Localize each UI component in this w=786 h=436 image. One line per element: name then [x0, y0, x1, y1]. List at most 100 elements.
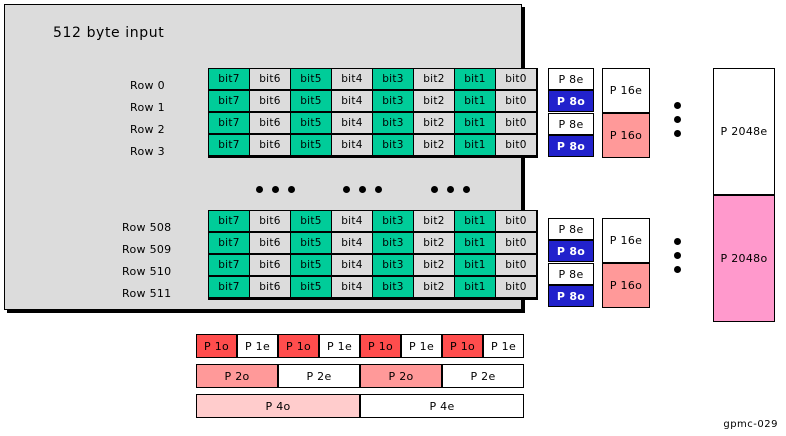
bit-cell-bit6: bit6	[249, 210, 291, 232]
bit-cell-bit7: bit7	[208, 276, 250, 298]
p16o-block-top: P 16o	[602, 113, 650, 158]
ellipsis-dot	[674, 252, 681, 259]
figure-id-label: gpmc-029	[723, 419, 778, 430]
p2e-block-2: P 2e	[442, 364, 524, 388]
column-ellipsis-bottom	[674, 238, 681, 273]
bit-cell-bit2: bit2	[413, 254, 455, 276]
bit-cell-bit2: bit2	[413, 112, 455, 134]
ellipsis-dot	[256, 186, 263, 193]
row-label-0: Row 0	[130, 79, 165, 92]
p1e-block-1: P 1e	[237, 334, 278, 358]
ellipsis-dot	[288, 186, 295, 193]
ellipsis-dot	[431, 186, 438, 193]
bit-cell-bit7: bit7	[208, 254, 250, 276]
bit-cell-bit5: bit5	[290, 232, 332, 254]
p8e-block-bottom-2: P 8e	[548, 263, 594, 285]
bit-cell-bit3: bit3	[372, 232, 414, 254]
bit-cell-bit5: bit5	[290, 90, 332, 112]
bit-cell-bit0: bit0	[495, 254, 537, 276]
ellipsis-dot	[375, 186, 382, 193]
ellipsis-dot	[272, 186, 279, 193]
bit-cell-bit2: bit2	[413, 210, 455, 232]
ellipsis-dot	[463, 186, 470, 193]
bit-cell-bit1: bit1	[454, 276, 496, 298]
bit-cell-bit5: bit5	[290, 276, 332, 298]
bit-cell-bit7: bit7	[208, 68, 250, 90]
p1e-block-4: P 1e	[483, 334, 524, 358]
bit-cell-bit1: bit1	[454, 210, 496, 232]
p8e-block-top-2: P 8e	[548, 113, 594, 135]
p1e-block-3: P 1e	[401, 334, 442, 358]
bit-cell-bit0: bit0	[495, 68, 537, 90]
bit-cell-bit1: bit1	[454, 232, 496, 254]
p2o-block-1: P 2o	[196, 364, 278, 388]
row-ellipsis-group-3	[431, 186, 470, 193]
bit-cell-bit2: bit2	[413, 90, 455, 112]
p16e-block-top: P 16e	[602, 68, 650, 113]
bit-cell-bit0: bit0	[495, 134, 537, 156]
bit-cell-bit0: bit0	[495, 90, 537, 112]
bit-cell-bit1: bit1	[454, 254, 496, 276]
bit-cell-bit5: bit5	[290, 68, 332, 90]
p1o-block-3: P 1o	[360, 334, 401, 358]
p2e-block-1: P 2e	[278, 364, 360, 388]
p4e-block: P 4e	[360, 394, 524, 418]
p8o-block-bottom-2: P 8o	[548, 285, 594, 307]
bit-cell-bit7: bit7	[208, 90, 250, 112]
ellipsis-dot	[674, 266, 681, 273]
bit-cell-bit3: bit3	[372, 254, 414, 276]
bit-cell-bit1: bit1	[454, 112, 496, 134]
p4o-block: P 4o	[196, 394, 360, 418]
bit-cell-bit6: bit6	[249, 134, 291, 156]
page-title: 512 byte input	[53, 25, 165, 41]
p8e-block-top-1: P 8e	[548, 68, 594, 90]
bit-cell-bit4: bit4	[331, 112, 373, 134]
row-label-511: Row 511	[122, 287, 172, 300]
p8o-block-top-2: P 8o	[548, 135, 594, 157]
ellipsis-dot	[674, 238, 681, 245]
bit-cell-bit7: bit7	[208, 112, 250, 134]
bit-cell-bit6: bit6	[249, 90, 291, 112]
p8e-block-bottom-1: P 8e	[548, 218, 594, 240]
ellipsis-dot	[674, 116, 681, 123]
bit-cell-bit4: bit4	[331, 68, 373, 90]
ellipsis-dot	[359, 186, 366, 193]
row-label-508: Row 508	[122, 221, 172, 234]
bit-cell-bit2: bit2	[413, 232, 455, 254]
p16e-block-bottom: P 16e	[602, 218, 650, 263]
bit-cell-bit4: bit4	[331, 232, 373, 254]
p16o-block-bottom: P 16o	[602, 263, 650, 308]
p2048e-block: P 2048e	[713, 68, 775, 195]
p1e-block-2: P 1e	[319, 334, 360, 358]
bit-cell-bit3: bit3	[372, 90, 414, 112]
bit-cell-bit6: bit6	[249, 232, 291, 254]
p2048o-block: P 2048o	[713, 195, 775, 322]
bit-cell-bit6: bit6	[249, 254, 291, 276]
bit-cell-bit3: bit3	[372, 210, 414, 232]
row-label-2: Row 2	[130, 123, 165, 136]
row-label-1: Row 1	[130, 101, 165, 114]
bit-cell-bit6: bit6	[249, 112, 291, 134]
bit-cell-bit5: bit5	[290, 210, 332, 232]
ellipsis-dot	[343, 186, 350, 193]
row-label-509: Row 509	[122, 243, 172, 256]
row-ellipsis-group-1	[256, 186, 295, 193]
column-ellipsis-top	[674, 102, 681, 137]
bit-cell-bit0: bit0	[495, 232, 537, 254]
bit-cell-bit3: bit3	[372, 112, 414, 134]
p8o-block-top-1: P 8o	[548, 90, 594, 112]
bit-cell-bit3: bit3	[372, 68, 414, 90]
bit-cell-bit4: bit4	[331, 90, 373, 112]
p2o-block-2: P 2o	[360, 364, 442, 388]
p1o-block-2: P 1o	[278, 334, 319, 358]
bit-cell-bit1: bit1	[454, 68, 496, 90]
